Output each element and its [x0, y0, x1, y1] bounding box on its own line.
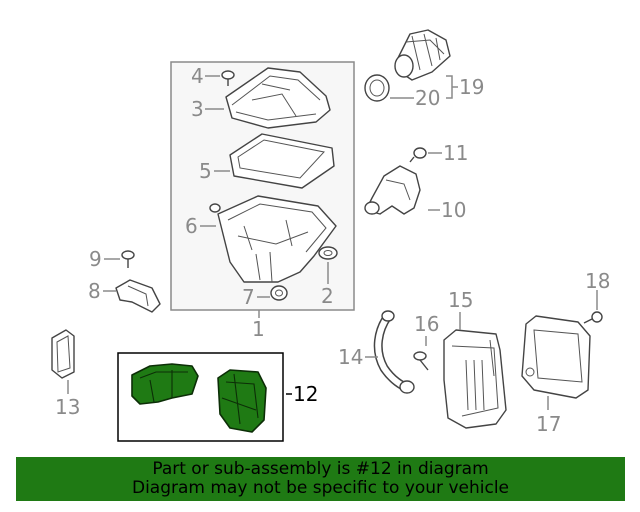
bolt-part-11[interactable]: [409, 147, 427, 163]
bolt-part-18[interactable]: [583, 311, 603, 324]
air-filter-element-part[interactable]: [229, 133, 335, 189]
label-part-5: 5: [199, 159, 212, 183]
air-cleaner-case-part[interactable]: [209, 195, 337, 283]
label-part-18: 18: [585, 269, 610, 293]
label-part-13: 13: [55, 395, 80, 419]
highlighted-part-12-resonator[interactable]: [217, 369, 267, 433]
resonator-part-10[interactable]: [364, 165, 421, 215]
label-part-8: 8: [88, 279, 101, 303]
bolt-part-9[interactable]: [121, 250, 135, 268]
label-part-10: 10: [441, 198, 466, 222]
banner-line-2: Diagram may not be specific to your vehi…: [131, 478, 509, 498]
label-part-20: 20: [415, 86, 440, 110]
grommet-part-2[interactable]: [318, 246, 338, 260]
screw-part-4[interactable]: [221, 70, 235, 86]
intake-duct-part[interactable]: [394, 29, 451, 81]
ecm-bracket-part[interactable]: [521, 315, 591, 399]
label-part-19: 19: [459, 75, 484, 99]
label-part-6: 6: [185, 214, 198, 238]
label-part-3: 3: [191, 97, 204, 121]
label-part-9: 9: [89, 247, 102, 271]
seal-part-13[interactable]: [51, 329, 75, 379]
highlighted-part-12-duct[interactable]: [131, 363, 199, 405]
label-part-2: 2: [321, 284, 334, 308]
label-part-12: 12: [293, 382, 318, 406]
air-cleaner-cover-part[interactable]: [225, 67, 331, 129]
bolt-part-16[interactable]: [413, 351, 429, 371]
hose-part-14[interactable]: [373, 310, 415, 394]
label-part-11: 11: [443, 141, 468, 165]
bracket-part-8[interactable]: [115, 279, 161, 313]
hose-clamp-part[interactable]: [364, 74, 390, 102]
label-part-7: 7: [242, 285, 255, 309]
banner-line-1: Part or sub-assembly is #12 in diagram: [152, 459, 489, 479]
leader-lines: [67, 75, 598, 410]
notice-banner: Part or sub-assembly is #12 in diagram D…: [16, 457, 625, 501]
label-part-1: 1: [252, 317, 265, 341]
label-part-4: 4: [191, 64, 204, 88]
bushing-part-7[interactable]: [270, 285, 288, 301]
label-part-16: 16: [414, 312, 439, 336]
label-part-14: 14: [338, 345, 363, 369]
label-part-15: 15: [448, 288, 473, 312]
label-part-17: 17: [536, 412, 561, 436]
ecm-module-part[interactable]: [443, 329, 507, 429]
